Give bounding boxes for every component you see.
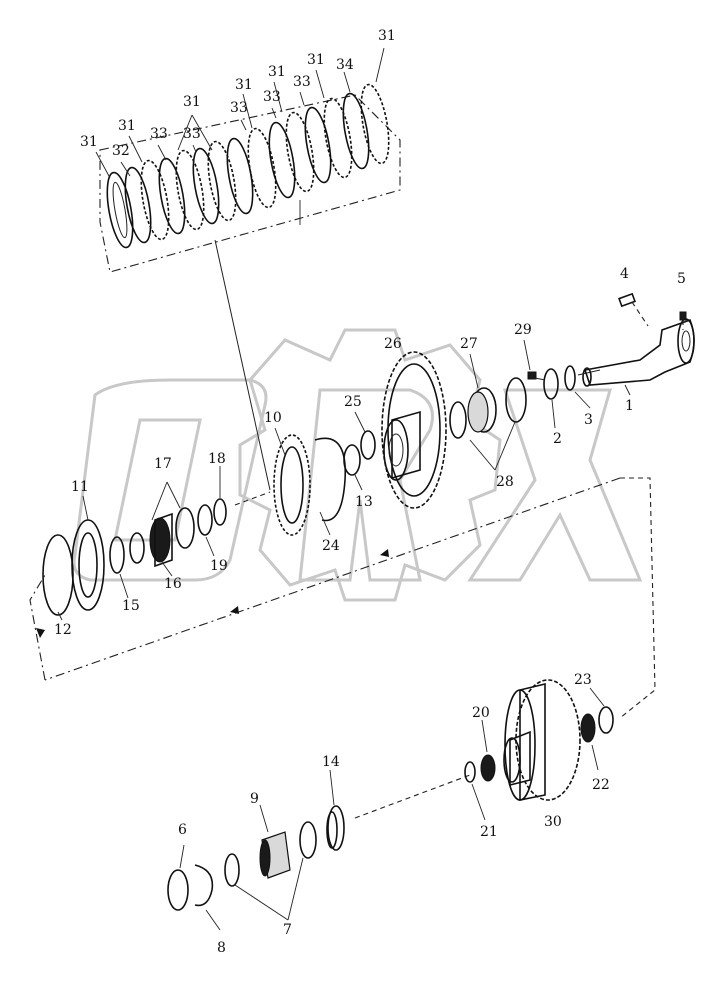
callout-10: 10 (264, 410, 282, 426)
callout-30: 30 (544, 814, 562, 830)
callout-20: 20 (472, 705, 490, 721)
callout-19: 19 (210, 558, 228, 574)
callout-31: 31 (183, 94, 201, 110)
callout-31: 31 (378, 28, 396, 44)
callout-4: 4 (620, 266, 629, 282)
callout-9: 9 (250, 791, 259, 807)
callout-31: 31 (268, 64, 286, 80)
clutch-leaders (95, 47, 385, 225)
rings-22-23 (580, 706, 614, 743)
callout-31: 31 (80, 134, 98, 150)
callout-31: 31 (235, 77, 253, 93)
assembly-arrows (36, 549, 389, 638)
pack-guide-line (214, 239, 271, 491)
gear-10 (273, 434, 347, 536)
callout-33: 33 (150, 126, 168, 142)
bearing-27 (449, 377, 527, 439)
callout-16: 16 (164, 576, 182, 592)
gear-26 (381, 351, 447, 509)
callout-23: 23 (574, 672, 592, 688)
callout-27: 27 (460, 336, 478, 352)
callout-33: 33 (183, 126, 201, 142)
callout-15: 15 (122, 598, 140, 614)
callout-17: 17 (154, 456, 172, 472)
callout-24: 24 (322, 538, 340, 554)
callout-31: 31 (307, 52, 325, 68)
callout-5: 5 (677, 271, 686, 287)
rings-13-25 (343, 430, 376, 476)
rings-18-19 (197, 498, 227, 536)
callout-31: 31 (118, 118, 136, 134)
bearing-20 (464, 754, 496, 783)
callout-8: 8 (217, 940, 226, 956)
callout-13: 13 (355, 494, 373, 510)
drum-30 (503, 679, 581, 801)
callout-32: 32 (112, 143, 130, 159)
callout-25: 25 (344, 394, 362, 410)
callout-33: 33 (230, 100, 248, 116)
rings-2-3 (527, 365, 576, 400)
callout-3: 3 (584, 412, 593, 428)
clutch-plates (106, 83, 390, 249)
coupler-9 (167, 821, 317, 911)
hub-16 (109, 507, 195, 574)
callout-33: 33 (263, 89, 281, 105)
callout-labels: 31 32 31 33 33 31 33 31 33 31 33 31 34 3… (54, 28, 686, 956)
output-shaft (577, 292, 695, 387)
clutch-pack-box (99, 94, 401, 273)
callout-33: 33 (293, 74, 311, 90)
callout-7: 7 (283, 922, 292, 938)
callout-11: 11 (71, 479, 89, 495)
assembly-lines (29, 477, 656, 819)
callout-22: 22 (592, 777, 610, 793)
callout-21: 21 (480, 824, 498, 840)
callout-18: 18 (208, 451, 226, 467)
callout-1: 1 (625, 398, 634, 414)
callout-26: 26 (384, 336, 402, 352)
lower-leaders (57, 339, 631, 931)
callout-6: 6 (178, 822, 187, 838)
gear-11 (42, 519, 105, 616)
ring-14 (326, 805, 345, 851)
callout-34: 34 (336, 57, 354, 73)
callout-29: 29 (514, 322, 532, 338)
callout-12: 12 (54, 622, 72, 638)
callout-2: 2 (553, 431, 562, 447)
callout-28: 28 (496, 474, 514, 490)
callout-14: 14 (322, 754, 340, 770)
